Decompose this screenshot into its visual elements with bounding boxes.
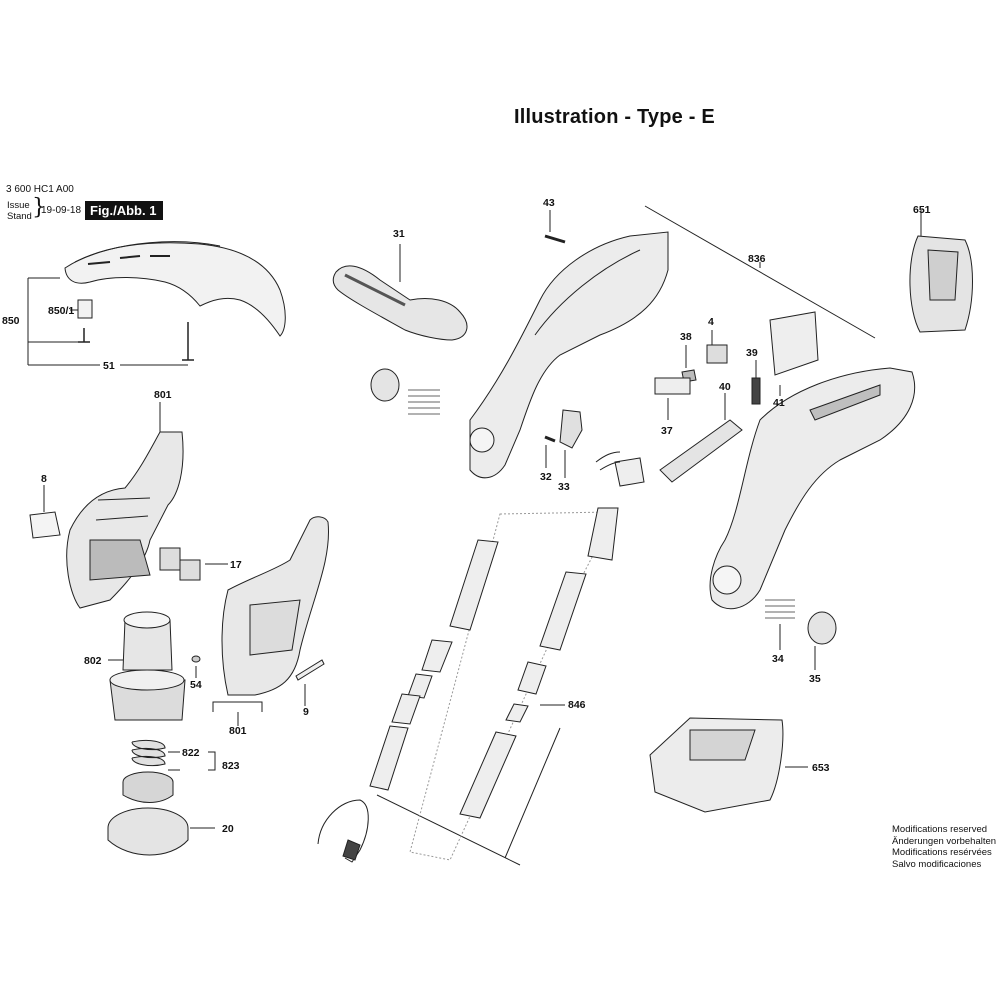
battery-cells-846-frame [409,511,613,861]
label-32: 32 [540,471,552,483]
pad-17a [159,547,181,571]
label-51: 51 [103,360,115,372]
label-846: 846 [568,699,586,711]
connector-plug [614,457,645,487]
spring-39 [751,377,761,405]
washer-54 [191,655,201,663]
figure-badge: Fig./Abb. 1 [85,201,164,220]
issue-label: Issue Stand [7,200,32,222]
cell-4 [517,661,547,695]
label-33: 33 [558,481,570,493]
lower-housing-part [709,367,916,610]
label-802: 802 [84,655,102,667]
trigger-part-33 [559,409,583,449]
pin-32 [544,435,556,443]
label-651: 651 [913,204,931,216]
strip-part-9 [295,659,325,681]
guard-part [64,242,286,337]
note-en: Modifications reserved [892,824,988,835]
diagram-title: Illustration - Type - E [514,106,715,128]
switch-part-4 [706,344,728,364]
button-part-37 [654,377,691,395]
spring-822 [131,739,166,767]
label-836: 836 [748,253,766,265]
label-54: 54 [190,679,202,691]
cell-1 [449,539,499,631]
knob-part [370,368,400,402]
rail-part-40 [659,419,743,483]
label-41: 41 [773,397,785,409]
label-43: 43 [543,197,555,209]
pad-17b [179,559,201,581]
cell-6 [505,703,529,723]
note-es: Salvo modificaciones [892,858,982,870]
guard-screw-long [182,322,194,361]
label-8: 8 [41,473,47,485]
cell-5 [407,673,433,699]
cell-8 [369,725,409,791]
label-37: 37 [661,425,673,437]
issue-date: 19-09-18 [41,205,82,216]
guard-bracket [77,299,93,319]
motor-housing-part [66,431,184,609]
label-sticker-8 [29,511,61,539]
modifications-notes: Modifications reserved Änderungen vorbeh… [892,824,996,870]
wire-harness [317,799,369,863]
label-653: 653 [812,762,830,774]
knob-35 [807,611,837,645]
label-38: 38 [680,331,692,343]
label-39: 39 [746,347,758,359]
cell-tube [587,507,619,561]
issue-label-line2: Stand [7,211,32,222]
label-17: 17 [230,559,242,571]
cell-2 [539,571,587,651]
label-850: 850 [2,315,20,327]
spring-34 [765,599,795,619]
issue-label-line1: Issue [7,200,30,211]
label-801-top: 801 [154,389,172,401]
label-34: 34 [772,653,784,665]
note-fr: Modifications resérvées [892,847,992,858]
label-4: 4 [708,316,714,328]
part-number: 3 600 HC1 A00 [6,184,74,195]
label-801-bottom: 801 [229,725,247,737]
label-823: 823 [222,760,240,772]
label-31: 31 [393,228,405,240]
issue-brace: } [32,195,46,220]
cell-3 [421,639,453,673]
cell-7 [391,693,421,725]
guard-screw-small [78,328,90,343]
spring-part [408,389,440,415]
screw-43 [544,234,566,244]
cell-9 [459,731,517,819]
label-40: 40 [719,381,731,393]
note-de: Änderungen vorbehalten [892,835,997,847]
label-35: 35 [809,673,821,685]
label-9: 9 [303,706,309,718]
label-822: 822 [182,747,200,759]
label-20: 20 [222,823,234,835]
upper-housing-part [469,231,669,479]
label-850-1: 850/1 [48,305,74,317]
circuit-board-41 [769,311,819,376]
